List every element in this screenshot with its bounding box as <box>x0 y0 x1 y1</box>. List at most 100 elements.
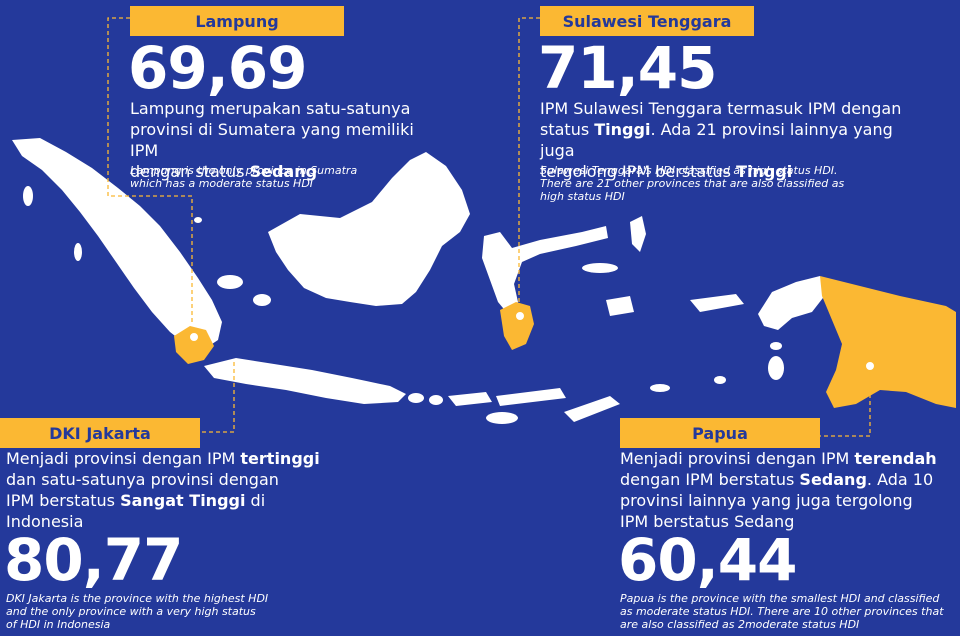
maluku-small-3 <box>714 376 726 384</box>
maluku-small-2 <box>650 384 670 392</box>
desc-bold-text: tertinggi <box>240 449 320 468</box>
riau-islands <box>194 217 202 223</box>
desc-text: Indonesia <box>6 512 84 531</box>
desc-text: IPM berstatus Sedang <box>620 512 795 531</box>
desc-text: provinsi di Sumatera yang memiliki IPM <box>130 120 414 160</box>
papua-barat <box>758 276 826 330</box>
sumbawa-island <box>448 392 492 406</box>
desc-text: provinsi lainnya yang juga tergolong <box>620 491 913 510</box>
desc-line: Menjadi provinsi dengan IPM tertinggi <box>6 448 346 469</box>
desc-text: dengan status <box>130 162 250 181</box>
bangka-island <box>217 275 243 289</box>
desc-line: IPM Sulawesi Tenggara termasuk IPM denga… <box>540 98 930 119</box>
papua-province <box>820 276 956 408</box>
desc-text: di <box>245 491 266 510</box>
sultra-value: 71,45 <box>538 34 717 102</box>
timor-island <box>564 396 620 422</box>
sulawesi-island <box>482 226 608 314</box>
desc-text: . Ada 10 <box>866 470 934 489</box>
jakarta-value: 80,77 <box>4 526 183 594</box>
leader-jakarta <box>200 362 235 433</box>
en-line: as moderate status HDI. There are 10 oth… <box>620 605 944 618</box>
en-line: Papua is the province with the smallest … <box>620 592 940 605</box>
location-dots <box>188 310 876 372</box>
buru-island <box>606 296 634 316</box>
desc-bold-text: Sangat Tinggi <box>120 491 246 510</box>
sultra-en: Sulawesi Tenggara's HDI classified as hi… <box>540 164 880 203</box>
jakarta-tag: DKI Jakarta <box>0 418 200 448</box>
en-line: DKI Jakarta is the province with the hig… <box>6 592 269 605</box>
sumatra-island <box>12 138 222 348</box>
lampung-value: 69,69 <box>128 34 307 102</box>
belitung-island <box>253 294 271 306</box>
kalimantan-island <box>268 152 470 306</box>
maluku-small-1 <box>770 342 782 350</box>
leader-lampung <box>107 17 193 322</box>
desc-bold-text: Sedang <box>799 470 867 489</box>
leader-papua <box>820 366 871 437</box>
desc-bold-text: Tinggi <box>594 120 651 139</box>
en-line: of HDI in Indonesia <box>6 618 111 631</box>
lampung-province <box>174 326 214 364</box>
desc-text: dengan IPM berstatus <box>620 470 800 489</box>
desc-line: dan satu-satunya provinsi dengan <box>6 469 346 490</box>
mentawai-island <box>74 243 82 261</box>
sumba-island <box>486 412 518 424</box>
dot-lampung <box>188 331 200 343</box>
desc-bold-text: terendah <box>854 449 937 468</box>
desc-text: . Ada 21 provinsi lainnya yang juga <box>540 120 893 160</box>
sula-islands <box>582 263 618 273</box>
papua-value: 60,44 <box>618 526 797 594</box>
flores-island <box>496 388 566 406</box>
lombok-island <box>429 395 443 405</box>
dot-sultra <box>514 310 526 322</box>
lampung-tag: Lampung <box>130 6 344 36</box>
en-line: and the only province with a very high s… <box>6 605 256 618</box>
desc-line: Indonesia <box>6 511 346 532</box>
desc-text: IPM Sulawesi Tenggara termasuk IPM denga… <box>540 99 902 118</box>
desc-text: IPM berstatus <box>6 491 121 510</box>
nias-island <box>23 186 33 206</box>
desc-bold-text: Sedang <box>249 162 318 181</box>
desc-text: tergolong IPM berstatus <box>540 162 737 181</box>
java-island <box>204 358 406 404</box>
papua-en: Papua is the province with the smallest … <box>620 592 958 631</box>
leader-lines <box>107 17 871 437</box>
desc-line: status Tinggi. Ada 21 provinsi lainnya y… <box>540 119 930 161</box>
halmahera-island <box>630 216 646 252</box>
desc-bold-text: Tinggi <box>736 162 793 181</box>
desc-line: Menjadi provinsi dengan IPM terendah <box>620 448 956 469</box>
aru-islands <box>768 356 784 380</box>
desc-text: status <box>540 120 595 139</box>
desc-line: dengan status Sedang <box>130 161 430 182</box>
desc-text: Menjadi provinsi dengan IPM <box>6 449 241 468</box>
sultra-tag: Sulawesi Tenggara <box>540 6 754 36</box>
desc-text: dan satu-satunya provinsi dengan <box>6 470 279 489</box>
desc-text: Menjadi provinsi dengan IPM <box>620 449 855 468</box>
en-line: high status HDI <box>540 190 625 203</box>
sulawesi-tenggara-province <box>500 302 534 350</box>
en-line: There are 21 other provinces that are al… <box>540 177 845 190</box>
desc-text: Lampung merupakan satu-satunya <box>130 99 411 118</box>
en-line: are also classified as 2moderate status … <box>620 618 860 631</box>
leader-sultra <box>518 17 540 316</box>
sultra-desc: IPM Sulawesi Tenggara termasuk IPM denga… <box>540 98 930 182</box>
desc-line: IPM berstatus Sedang <box>620 511 956 532</box>
en-line: which has a moderate status HDI <box>130 177 314 190</box>
desc-line: provinsi di Sumatera yang memiliki IPM <box>130 119 430 161</box>
lampung-desc: Lampung merupakan satu-satunya provinsi d… <box>130 98 430 182</box>
desc-line: dengan IPM berstatus Sedang. Ada 10 <box>620 469 956 490</box>
en-line: Sulawesi Tenggara's HDI classified as hi… <box>540 164 838 177</box>
bali-island <box>408 393 424 403</box>
desc-line: tergolong IPM berstatus Tinggi <box>540 161 930 182</box>
papua-tag: Papua <box>620 418 820 448</box>
jakarta-en: DKI Jakarta is the province with the hig… <box>6 592 326 631</box>
desc-line: IPM berstatus Sangat Tinggi di <box>6 490 346 511</box>
desc-line: provinsi lainnya yang juga tergolong <box>620 490 956 511</box>
seram-island <box>690 294 744 312</box>
dot-papua <box>864 360 876 372</box>
